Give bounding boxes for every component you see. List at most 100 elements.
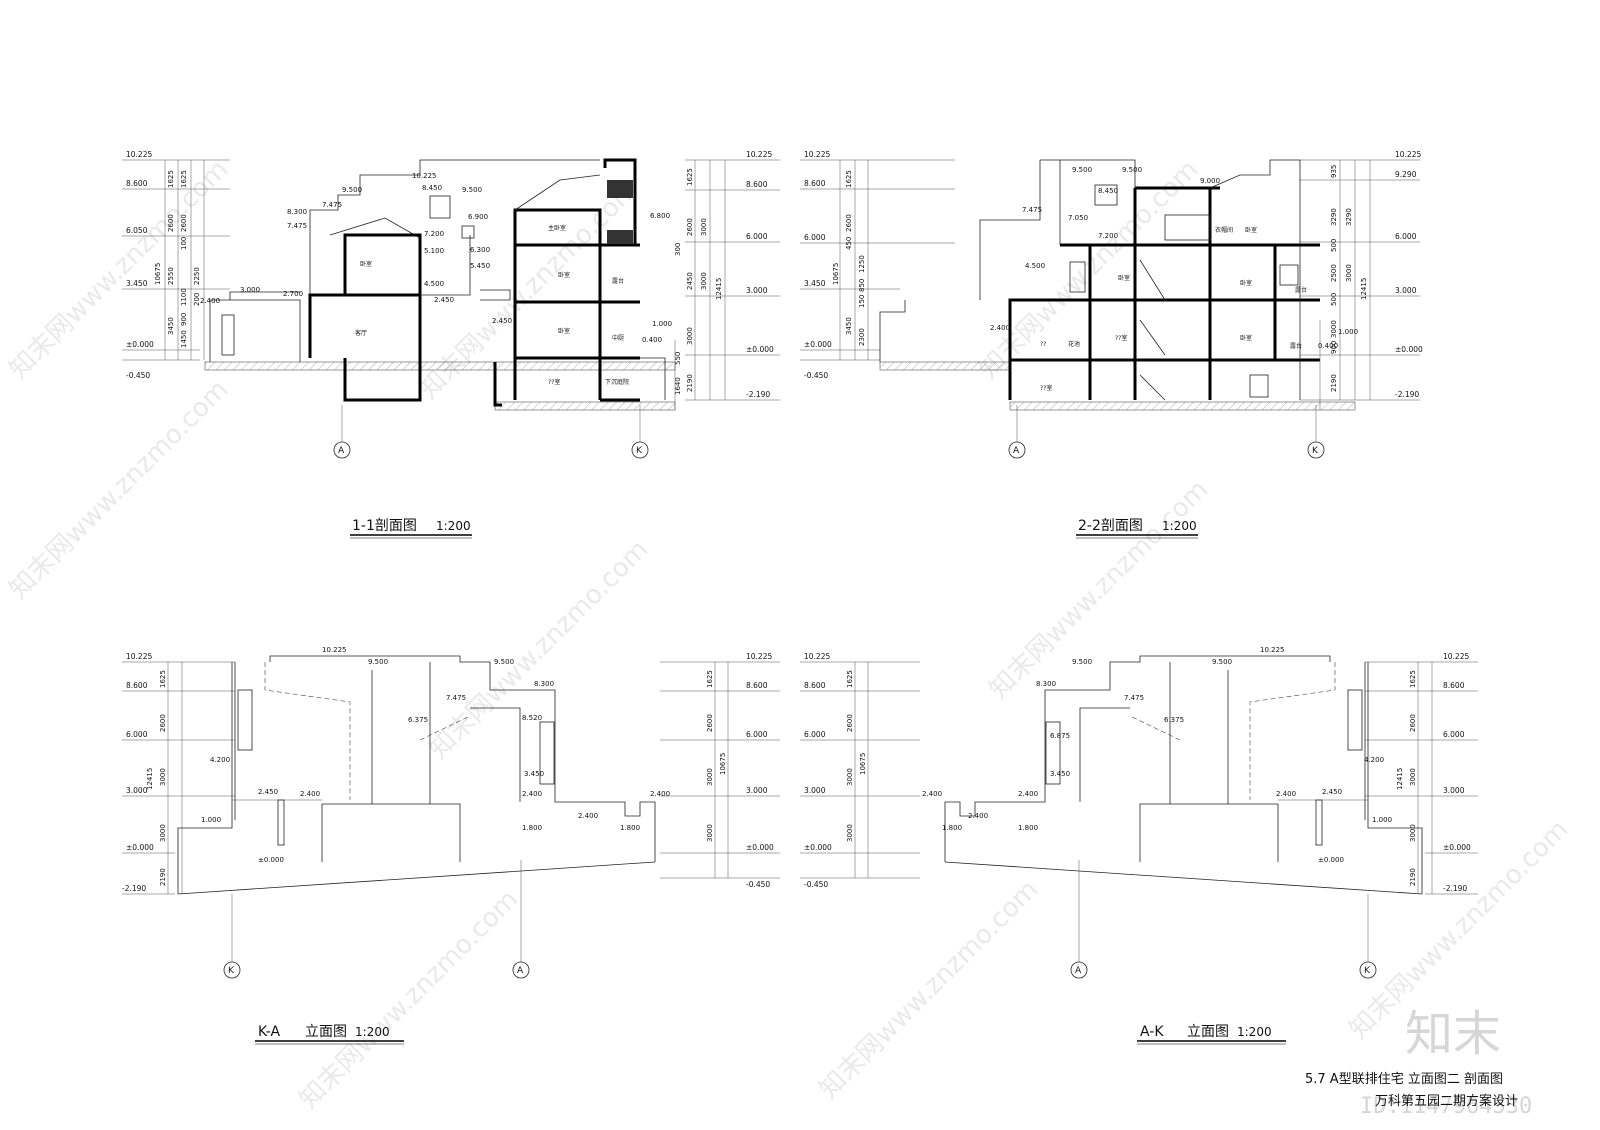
section-1-1-room-labels: 主卧室 客厅 卧室 卧室 卧室 露台 中厨 ??室 下沉庭院 (355, 224, 629, 386)
level-label: 3.000 (126, 786, 148, 795)
elevation-label: 2.450 (1322, 788, 1342, 796)
elevation-label: 2.450 (258, 788, 278, 796)
elevation-label: 1.800 (522, 824, 542, 832)
section-1-1-elevation-labels: 10.225 9.500 8.450 9.500 8.300 7.475 7.4… (200, 172, 672, 344)
axis-bubble (512, 961, 530, 979)
elevation-label: 6.800 (650, 212, 670, 220)
elevation-label: 9.500 (1072, 658, 1092, 666)
elevation-k-a-dims: 1625 2600 3000 3000 2190 12415 1625 2600… (146, 670, 727, 886)
dim-label: 550 (674, 352, 682, 365)
dim-label: 1625 (846, 670, 854, 688)
level-label: ±0.000 (804, 340, 832, 349)
dim-label: 1640 (674, 377, 682, 395)
level-label: -0.450 (804, 880, 828, 889)
sheet-title-line1: 5.7 A型联排住宅 立面图二 剖面图 (1305, 1072, 1503, 1087)
dim-label: 450 (845, 237, 853, 250)
dim-label: 10675 (154, 263, 162, 285)
dim-label: 3000 (706, 824, 714, 842)
dim-label: 2450 (686, 272, 694, 290)
dim-label: 2600 (167, 214, 175, 232)
elevation-label: 1.000 (652, 320, 672, 328)
elevation-label: 2.400 (990, 324, 1010, 332)
elevation-label: 7.200 (424, 230, 444, 238)
level-label: ±0.000 (804, 843, 832, 852)
dim-label: 12415 (1360, 278, 1368, 300)
dim-label: 12415 (146, 768, 154, 790)
dim-label: 3000 (700, 218, 708, 236)
room-label: 卧室 (1240, 279, 1252, 287)
elevation-k-a-building (177, 655, 656, 962)
elevation-a-k-dims: 1625 2600 3000 3000 10675 1625 2600 3000… (846, 670, 1417, 886)
elevation-label: 2.400 (1018, 790, 1038, 798)
dim-label: 3290 (1345, 208, 1353, 226)
level-label: 8.600 (126, 179, 148, 188)
drawing-scale: 1:200 (1162, 519, 1197, 533)
elevation-label: 4.500 (1025, 262, 1045, 270)
room-label: 卧室 (1118, 274, 1130, 282)
axis-label: K (636, 446, 643, 456)
elevation-label: 1.800 (1018, 824, 1038, 832)
axis-bubble (333, 441, 351, 459)
elevation-label: 7.475 (1124, 694, 1144, 702)
dim-label: 850 (858, 279, 866, 292)
dim-label: 12415 (1396, 768, 1404, 790)
elevation-k-a-axes: K A (223, 961, 530, 979)
dim-label: 900 (180, 313, 188, 326)
elevation-label: 9.500 (462, 186, 482, 194)
level-label: 3.000 (746, 286, 768, 295)
room-label: ??室 (1040, 384, 1052, 392)
level-label: -0.450 (804, 371, 828, 380)
dim-label: 2190 (159, 868, 167, 886)
level-label: 6.050 (126, 226, 148, 235)
level-label: ±0.000 (746, 843, 774, 852)
elevation-label: 2.450 (492, 317, 512, 325)
elevation-label: 9.500 (368, 658, 388, 666)
level-label: -0.450 (126, 371, 150, 380)
dim-label: 1625 (180, 170, 188, 188)
elevation-label: 8.450 (1098, 187, 1118, 195)
elevation-a-k-title: A-K 立面图 1:200 (1137, 1024, 1286, 1045)
elevation-label: 10.225 (412, 172, 437, 180)
section-2-2-building (879, 159, 1321, 410)
level-label: 3.000 (1443, 786, 1465, 795)
level-label: 10.225 (126, 150, 152, 159)
dim-label: 3450 (845, 317, 853, 335)
drawing-axis-label: A-K (1140, 1024, 1164, 1040)
elevation-label: 9.500 (1072, 166, 1092, 174)
elevation-label: 2.400 (968, 812, 988, 820)
elevation-label: 7.475 (446, 694, 466, 702)
dim-label: 150 (858, 295, 866, 308)
level-label: 6.000 (1443, 730, 1465, 739)
level-label: ±0.000 (1395, 345, 1423, 354)
dim-label: 300 (674, 243, 682, 256)
dim-label: 3000 (706, 768, 714, 786)
dim-label: 3000 (1345, 264, 1353, 282)
level-label: 10.225 (1395, 150, 1421, 159)
axis-bubble (1307, 441, 1325, 459)
dim-label: 2190 (1330, 374, 1338, 392)
elevation-k-a-elevation-labels: 10.225 9.500 9.500 8.300 7.475 6.375 8.5… (201, 646, 670, 864)
elevation-a-k-levels (800, 661, 1478, 895)
dim-label: 1625 (167, 170, 175, 188)
elevation-label: 8.520 (522, 714, 542, 722)
level-label: 10.225 (804, 150, 830, 159)
dim-label: 2600 (845, 214, 853, 232)
elevation-label: 3.450 (524, 770, 544, 778)
level-label: ±0.000 (1443, 843, 1471, 852)
elevation-label: 2.400 (650, 790, 670, 798)
level-label: 10.225 (126, 652, 152, 661)
room-label: 下沉庭院 (605, 378, 629, 386)
elevation-label: 1.800 (942, 824, 962, 832)
section-1-1-level-labels: 10.225 8.600 6.050 3.450 ±0.000 -0.450 1… (126, 150, 774, 399)
window (539, 721, 555, 785)
elevation-label: 1.000 (201, 816, 221, 824)
dim-label: 100 (180, 237, 188, 250)
elevation-label: 1.800 (620, 824, 640, 832)
dim-label: 10675 (832, 263, 840, 285)
level-label: 10.225 (804, 652, 830, 661)
axis-label: A (338, 446, 345, 456)
section-2-2: 10.225 8.600 6.000 3.450 ±0.000 -0.450 1… (800, 150, 1423, 539)
watermark-5: 知末网www.znzmo.com (424, 534, 655, 765)
elevation-label: 7.200 (1098, 232, 1118, 240)
drawing-title: 1-1剖面图 (352, 518, 417, 534)
